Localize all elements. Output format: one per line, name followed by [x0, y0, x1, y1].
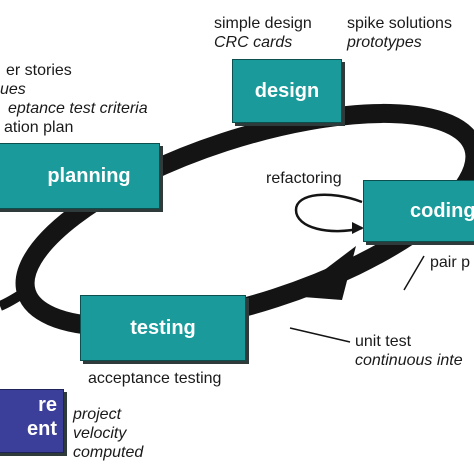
- design-label: design: [254, 79, 320, 102]
- coding-box: coding: [363, 180, 474, 242]
- planning-notes: er stories ues eptance test criteria ati…: [0, 61, 148, 137]
- planning-note-1: er stories: [6, 62, 72, 79]
- release-label-line2: ent: [27, 418, 57, 440]
- design-notes-left: simple design CRC cards: [214, 14, 312, 52]
- planning-note-2: ues: [0, 81, 26, 98]
- refactoring-note: refactoring: [266, 170, 342, 187]
- release-notes: project velocity computed: [73, 405, 143, 462]
- release-note-computed: computed: [73, 444, 144, 461]
- planning-box: planning: [0, 143, 160, 209]
- refactoring-loop-arrowhead: [352, 222, 364, 234]
- release-connector: [0, 285, 31, 311]
- design-note-simple: simple design: [214, 15, 312, 32]
- coding-test-notes: unit test continuous inte: [355, 332, 463, 370]
- pair-programming-leader: [403, 255, 425, 291]
- testing-label: testing: [130, 316, 196, 339]
- design-note-spike: spike solutions: [347, 15, 452, 32]
- testing-box: testing: [80, 295, 246, 361]
- release-note-velocity: velocity: [73, 425, 127, 442]
- release-note-project: project: [73, 406, 122, 423]
- coding-label: coding: [410, 199, 474, 222]
- pair-programming-note: pair p: [430, 254, 471, 271]
- continuous-integration-note: continuous inte: [355, 352, 463, 369]
- release-label-line1: re: [38, 394, 57, 416]
- refactoring-loop: [294, 193, 363, 233]
- design-box: design: [232, 59, 342, 123]
- planning-label: planning: [47, 164, 131, 187]
- acceptance-testing-note: acceptance testing: [88, 370, 222, 387]
- unit-test-note: unit test: [355, 333, 412, 350]
- design-note-crc: CRC cards: [214, 34, 293, 51]
- design-note-prototypes: prototypes: [347, 34, 422, 51]
- cycle-arrowhead: [290, 246, 356, 300]
- release-box: re ent: [0, 389, 64, 453]
- design-notes-right: spike solutions prototypes: [347, 14, 452, 52]
- planning-note-4: ation plan: [4, 119, 74, 136]
- unit-test-leader: [289, 327, 351, 343]
- planning-note-3: eptance test criteria: [8, 100, 148, 117]
